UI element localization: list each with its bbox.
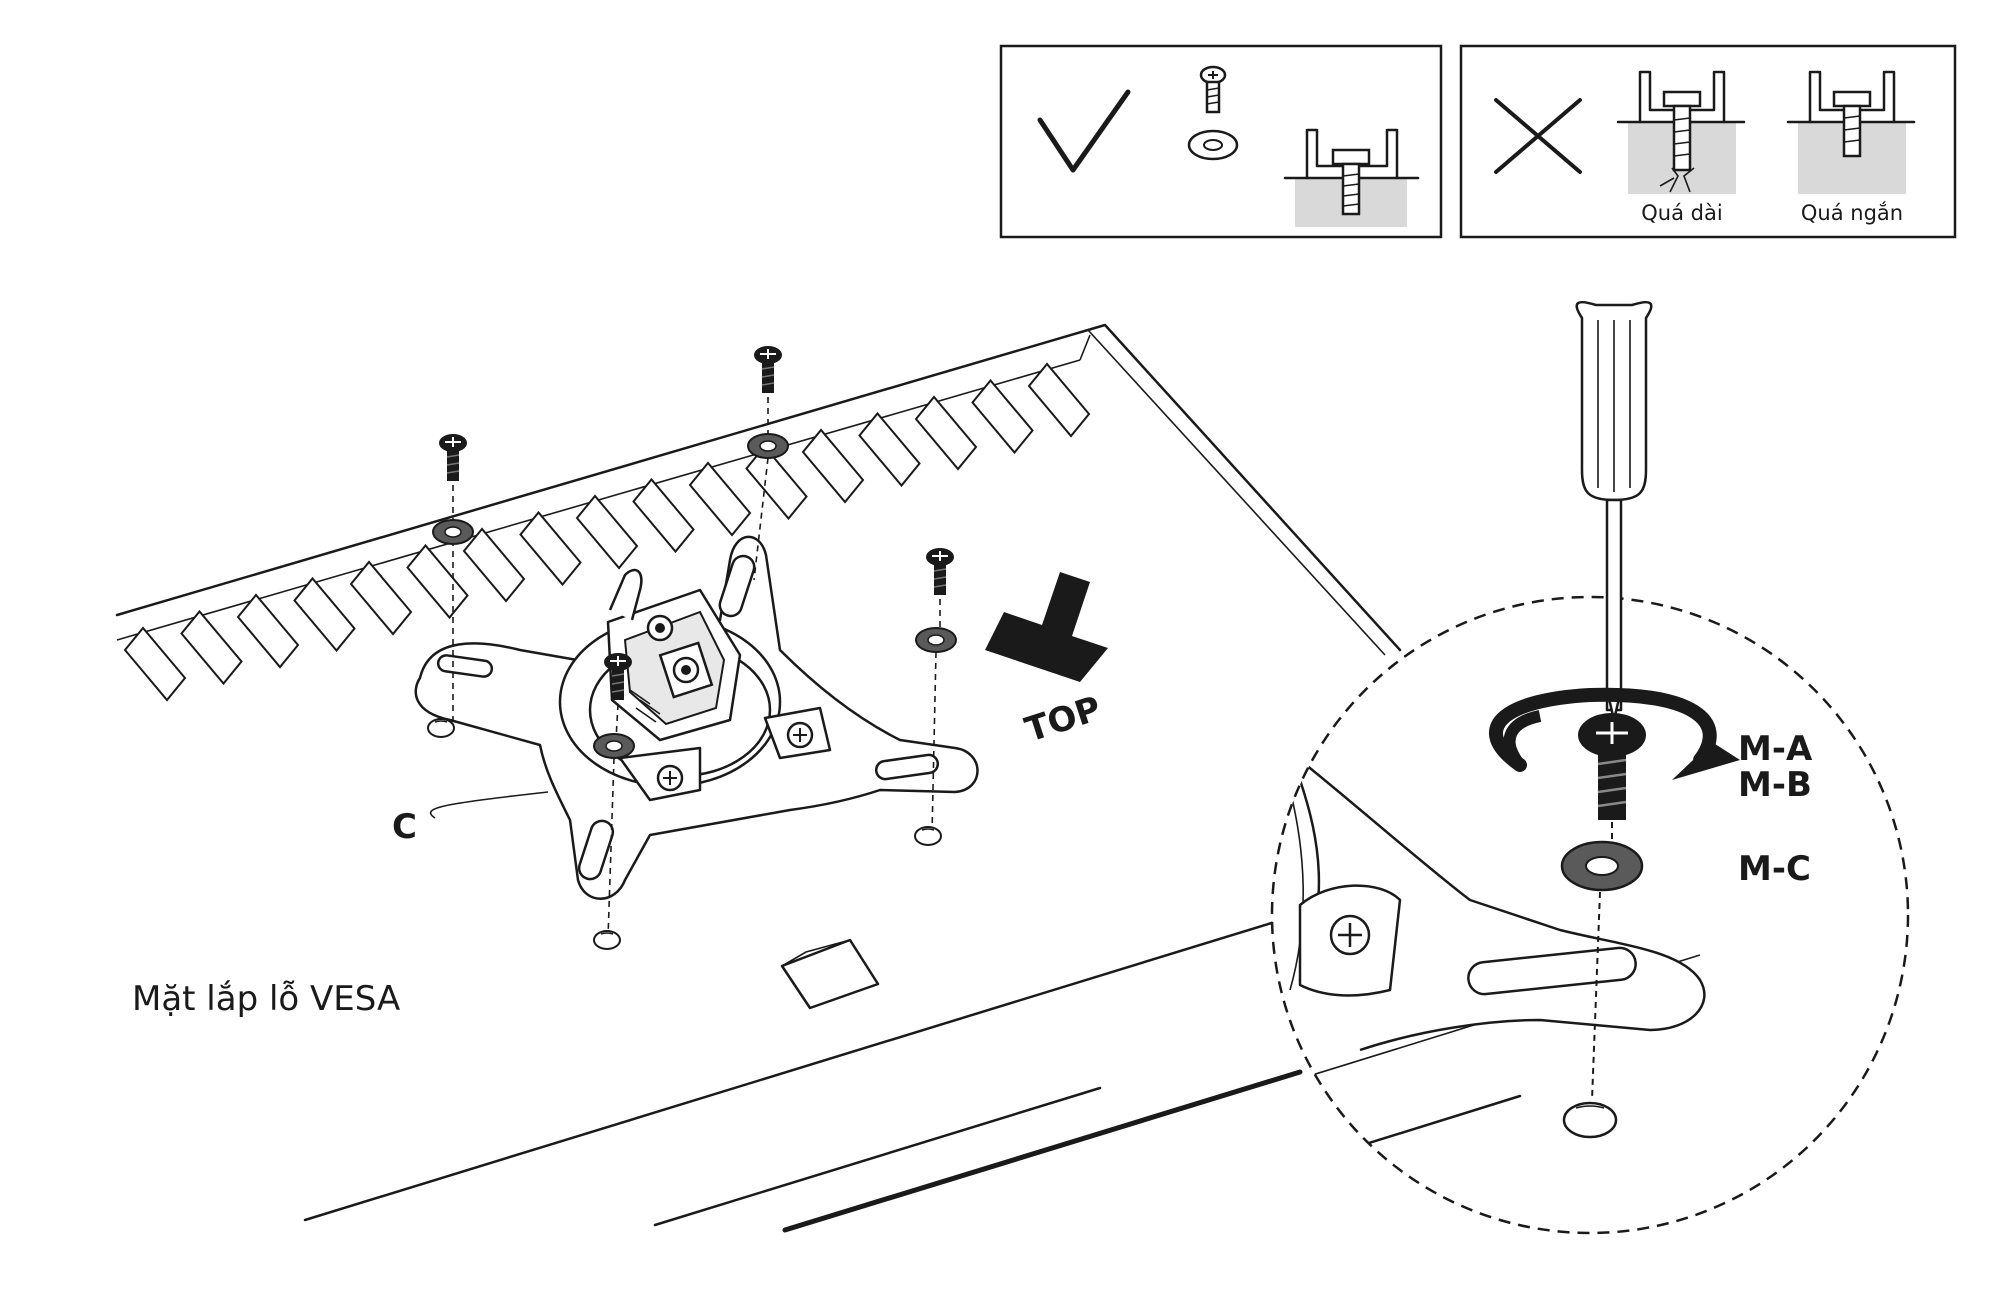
vent-slot <box>123 626 187 702</box>
bracket-label: C <box>392 807 417 847</box>
zoom-detail-circle <box>1270 595 1910 1235</box>
top-label: TOP <box>1020 689 1106 751</box>
panel-port <box>780 938 880 1010</box>
too-long-label: Quá dài <box>1641 201 1722 225</box>
vesa-caption: Mặt lắp lỗ VESA <box>132 979 400 1019</box>
rotation-arrow-icon <box>1489 687 1740 780</box>
vent-slot <box>293 576 356 653</box>
screwdriver-icon <box>1575 300 1653 722</box>
vent-slot <box>180 609 243 686</box>
too-short-screw-icon: Quá ngắn <box>1786 70 1916 225</box>
screw-top-right <box>753 345 783 394</box>
hole-bottom <box>593 930 621 950</box>
hole-right <box>914 826 942 846</box>
correct-usage-panel <box>999 44 1443 239</box>
top-direction-arrow: TOP <box>985 572 1108 751</box>
vent-slot <box>236 593 300 669</box>
vent-slot <box>462 527 526 603</box>
vesa-bracket <box>414 535 979 900</box>
washer-right <box>915 627 957 653</box>
washer-top-left <box>432 519 474 545</box>
ventilation-slots <box>123 362 1091 702</box>
vent-slot <box>688 461 752 537</box>
monitor-back-panel <box>115 323 1402 1233</box>
vent-slot <box>406 543 469 620</box>
vent-slot <box>914 395 978 471</box>
screw-zoomed <box>1578 713 1646 820</box>
screw-label-ma: M-A <box>1738 729 1813 769</box>
vent-slot <box>349 560 413 636</box>
incorrect-usage-panel: Quá dài Quá ngắn <box>1459 44 1957 239</box>
washer-bottom <box>593 733 635 759</box>
vent-slot <box>632 477 695 554</box>
screw-label-mb: M-B <box>1738 765 1812 805</box>
vent-slot <box>575 494 639 570</box>
too-long-screw-icon: Quá dài <box>1616 70 1746 225</box>
bracket-leader-line <box>429 791 549 819</box>
hole-zoomed <box>1562 1101 1618 1139</box>
cross-icon <box>1494 98 1582 174</box>
mounting-screws <box>427 345 957 950</box>
vent-slot <box>519 510 582 587</box>
screw-washer-icon <box>1187 65 1239 161</box>
vent-slot <box>801 428 865 504</box>
checkmark-icon <box>1037 89 1131 173</box>
washer-zoomed <box>1560 840 1644 892</box>
screw-label-mc: M-C <box>1738 849 1811 889</box>
correct-fit-icon <box>1283 128 1420 227</box>
washer-top-right <box>747 433 789 459</box>
screw-right <box>925 547 955 596</box>
vent-slot <box>858 411 921 488</box>
screw-top-left <box>438 433 468 482</box>
vent-slot <box>971 378 1034 455</box>
hole-top-left <box>427 718 455 738</box>
vent-slot <box>1027 362 1091 438</box>
too-short-label: Quá ngắn <box>1801 201 1903 225</box>
